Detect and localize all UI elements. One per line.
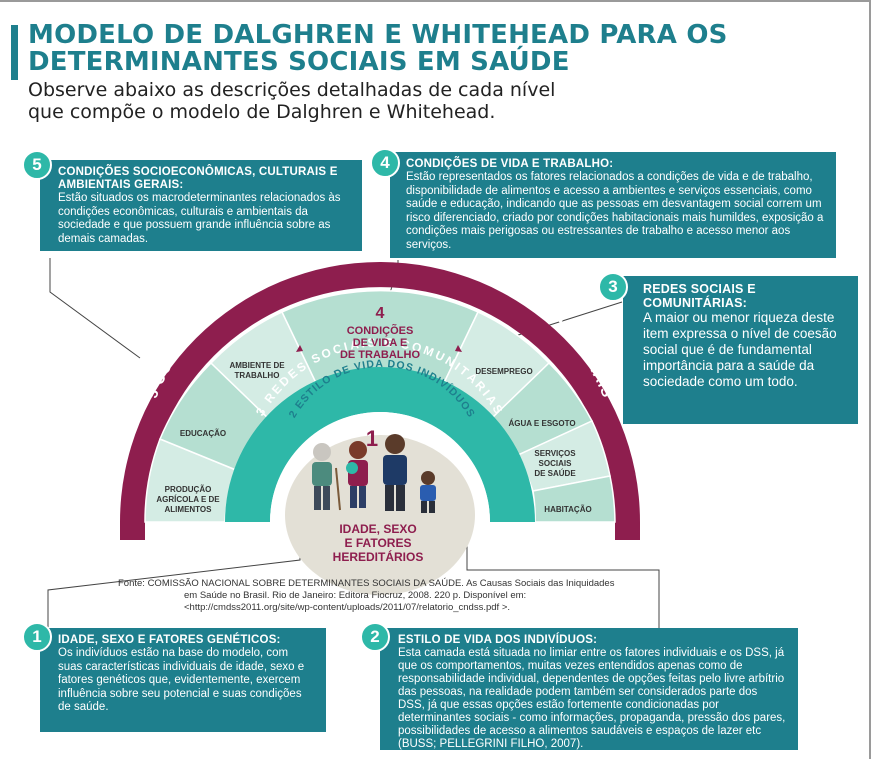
level1-core-number: 1	[366, 426, 378, 451]
label-producao-2: AGRÍCOLA E DE	[156, 495, 220, 504]
label-ambiente-1: AMBIENTE DE	[229, 361, 285, 370]
level4-center-line2: DE VIDA E	[353, 337, 408, 349]
level5-box-title: CONDIÇÕES SOCIOECONÔMICAS, CULTURAIS E A…	[58, 166, 338, 191]
arrowhead-right	[455, 345, 462, 352]
level4-box-text: Estão representados os fatores relaciona…	[406, 171, 824, 251]
page-title: MODELO DE DALGHREN E WHITEHEAD PARA OS D…	[28, 20, 728, 77]
level4-number-badge: 4	[370, 148, 400, 178]
level2-box-text: Esta camada está situada no limiar entre…	[398, 647, 786, 750]
level3-box-text: A maior ou menor riqueza deste item expr…	[643, 310, 837, 389]
child-figure	[420, 471, 436, 513]
level4-center-line3: DE TRABALHO	[340, 349, 420, 361]
core-circle	[285, 435, 475, 595]
level1-core-line3: HEREDITÁRIOS	[333, 549, 424, 564]
subtitle-line-2: que compõe o modelo de Dalghren e Whiteh…	[28, 101, 496, 123]
source-line-1: Fonte: COMISSÃO NACIONAL SOBRE DETERMINA…	[118, 578, 615, 589]
grandparent-figure	[312, 443, 341, 511]
ring3-band	[225, 367, 535, 522]
level3-box-title: REDES SOCIAIS E COMUNITÁRIAS:	[643, 282, 756, 310]
family-illustration	[312, 434, 436, 513]
source-line-2: em Saúde no Brasil. Rio de Janeiro: Edit…	[184, 590, 527, 601]
label-producao-1: PRODUÇÃO	[165, 485, 212, 494]
label-servicos-2: SOCIAIS	[539, 459, 573, 468]
title-accent-bar	[11, 25, 18, 80]
level1-core-line2: E FATORES	[345, 536, 412, 550]
level5-number-badge: 5	[22, 150, 52, 180]
ring2-band	[270, 412, 490, 522]
subtitle-line-1: Observe abaixo as descrições detalhadas …	[28, 79, 556, 101]
level2-box-title: ESTILO DE VIDA DOS INDIVÍDUOS:	[398, 634, 598, 646]
label-educacao: EDUCAÇÃO	[180, 429, 226, 438]
label-agua: ÁGUA E ESGOTO	[508, 419, 575, 428]
label-ambiente-2: TRABALHO	[235, 371, 280, 380]
level4-box: CONDIÇÕES DE VIDA E TRABALHO: Estão repr…	[390, 152, 836, 258]
label-servicos-3: DE SAÚDE	[534, 469, 576, 478]
level2-number-badge: 2	[360, 622, 390, 652]
level3-number-badge: 3	[598, 272, 628, 302]
level2-box: ESTILO DE VIDA DOS INDIVÍDUOS: Esta cama…	[380, 628, 798, 750]
level5-box: CONDIÇÕES SOCIOECONÔMICAS, CULTURAIS E A…	[40, 160, 362, 251]
label-servicos-1: SERVIÇOS	[534, 449, 576, 458]
level1-box-text: Os indivíduos estão na base do modelo, c…	[58, 647, 305, 713]
arrowhead-left	[296, 345, 303, 352]
segment-labels: PRODUÇÃO AGRÍCOLA E DE ALIMENTOS EDUCAÇÃ…	[156, 361, 591, 514]
level5-box-text: Estão situados os macrodeterminantes rel…	[58, 192, 341, 245]
level4-center-line1: CONDIÇÕES	[347, 324, 414, 337]
connector-level5	[49, 258, 141, 359]
source-citation: Fonte: COMISSÃO NACIONAL SOBRE DETERMINA…	[118, 578, 638, 614]
level1-core-label: 1 IDADE, SEXO E FATORES HEREDITÁRIOS	[333, 426, 424, 564]
level1-number-badge: 1	[22, 622, 52, 652]
label-desemprego: DESEMPREGO	[475, 367, 532, 376]
level4-center-number: 4	[376, 305, 385, 322]
mother-figure	[346, 441, 368, 508]
level1-box: IDADE, SEXO E FATORES GENÉTICOS: Os indi…	[40, 628, 326, 732]
level1-core-line1: IDADE, SEXO	[339, 522, 416, 536]
connector-level2	[466, 540, 660, 630]
label-producao-3: ALIMENTOS	[165, 505, 213, 514]
father-figure	[383, 434, 407, 511]
level4-box-title: CONDIÇÕES DE VIDA E TRABALHO:	[406, 158, 614, 170]
page-subtitle: Observe abaixo as descrições detalhadas …	[28, 79, 728, 123]
label-habitacao: HABITAÇÃO	[544, 505, 591, 514]
level3-box: REDES SOCIAIS E COMUNITÁRIAS: A maior ou…	[623, 276, 858, 424]
level4-center-label: 4 CONDIÇÕES DE VIDA E DE TRABALHO	[340, 305, 420, 361]
level1-box-title: IDADE, SEXO E FATORES GENÉTICOS:	[58, 634, 281, 646]
source-line-3: <http://cmdss2011.org/site/wp-content/up…	[184, 602, 511, 613]
